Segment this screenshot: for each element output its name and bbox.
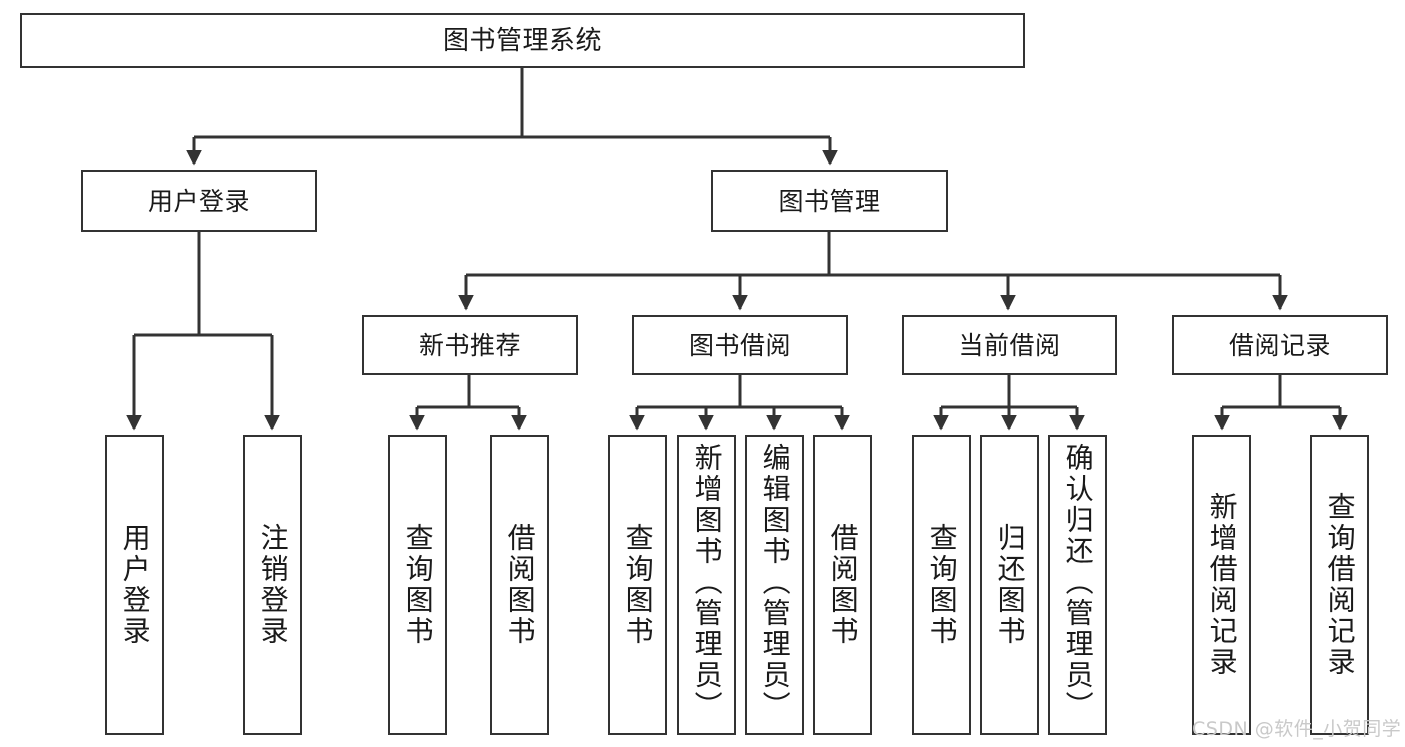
node-root[interactable]: 图书管理系统 <box>20 13 1025 68</box>
node-leaf-query-book-recommend[interactable]: 查询图书 <box>388 435 447 735</box>
node-leaf-borrow-book-recommend[interactable]: 借阅图书 <box>490 435 549 735</box>
node-leaf-confirm-return[interactable]: 确认归还（管理员） <box>1048 435 1107 735</box>
node-leaf-query-book-current-label: 查询图书 <box>925 523 959 647</box>
node-current-borrow[interactable]: 当前借阅 <box>902 315 1117 375</box>
node-user-login[interactable]: 用户登录 <box>81 170 317 232</box>
node-book-borrow-label: 图书借阅 <box>688 330 791 360</box>
node-user-login-label: 用户登录 <box>147 186 250 216</box>
node-new-book-recommend[interactable]: 新书推荐 <box>362 315 578 375</box>
node-leaf-add-borrow-record[interactable]: 新增借阅记录 <box>1192 435 1251 735</box>
node-leaf-query-borrow-record-label: 查询借阅记录 <box>1323 492 1357 678</box>
node-book-management[interactable]: 图书管理 <box>711 170 948 232</box>
node-leaf-query-book-borrow-label: 查询图书 <box>621 523 655 647</box>
node-leaf-add-book[interactable]: 新增图书（管理员） <box>677 435 736 735</box>
node-leaf-query-book-current[interactable]: 查询图书 <box>912 435 971 735</box>
node-leaf-confirm-return-label: 确认归还（管理员） <box>1061 443 1095 722</box>
node-leaf-user-login[interactable]: 用户登录 <box>105 435 164 735</box>
node-book-borrow[interactable]: 图书借阅 <box>632 315 848 375</box>
csdn-watermark: CSDN @软件_小贺同学 <box>1192 718 1402 740</box>
node-leaf-logout-label: 注销登录 <box>256 523 290 647</box>
node-leaf-edit-book-label: 编辑图书（管理员） <box>758 443 792 722</box>
node-leaf-query-book-borrow[interactable]: 查询图书 <box>608 435 667 735</box>
node-leaf-user-login-label: 用户登录 <box>118 523 152 647</box>
node-leaf-borrow-book-recommend-label: 借阅图书 <box>503 523 537 647</box>
node-borrow-record-label: 借阅记录 <box>1228 330 1331 360</box>
node-new-book-recommend-label: 新书推荐 <box>418 330 521 360</box>
node-leaf-return-book-label: 归还图书 <box>993 523 1027 647</box>
node-leaf-borrow-book-label: 借阅图书 <box>826 523 860 647</box>
node-leaf-add-borrow-record-label: 新增借阅记录 <box>1205 492 1239 678</box>
node-leaf-edit-book[interactable]: 编辑图书（管理员） <box>745 435 804 735</box>
node-leaf-return-book[interactable]: 归还图书 <box>980 435 1039 735</box>
node-book-management-label: 图书管理 <box>778 186 881 216</box>
node-borrow-record[interactable]: 借阅记录 <box>1172 315 1388 375</box>
node-leaf-query-book-recommend-label: 查询图书 <box>401 523 435 647</box>
node-leaf-logout[interactable]: 注销登录 <box>243 435 302 735</box>
node-leaf-borrow-book[interactable]: 借阅图书 <box>813 435 872 735</box>
node-leaf-query-borrow-record[interactable]: 查询借阅记录 <box>1310 435 1369 735</box>
node-current-borrow-label: 当前借阅 <box>958 330 1061 360</box>
node-leaf-add-book-label: 新增图书（管理员） <box>690 443 724 722</box>
node-root-label: 图书管理系统 <box>442 25 602 56</box>
